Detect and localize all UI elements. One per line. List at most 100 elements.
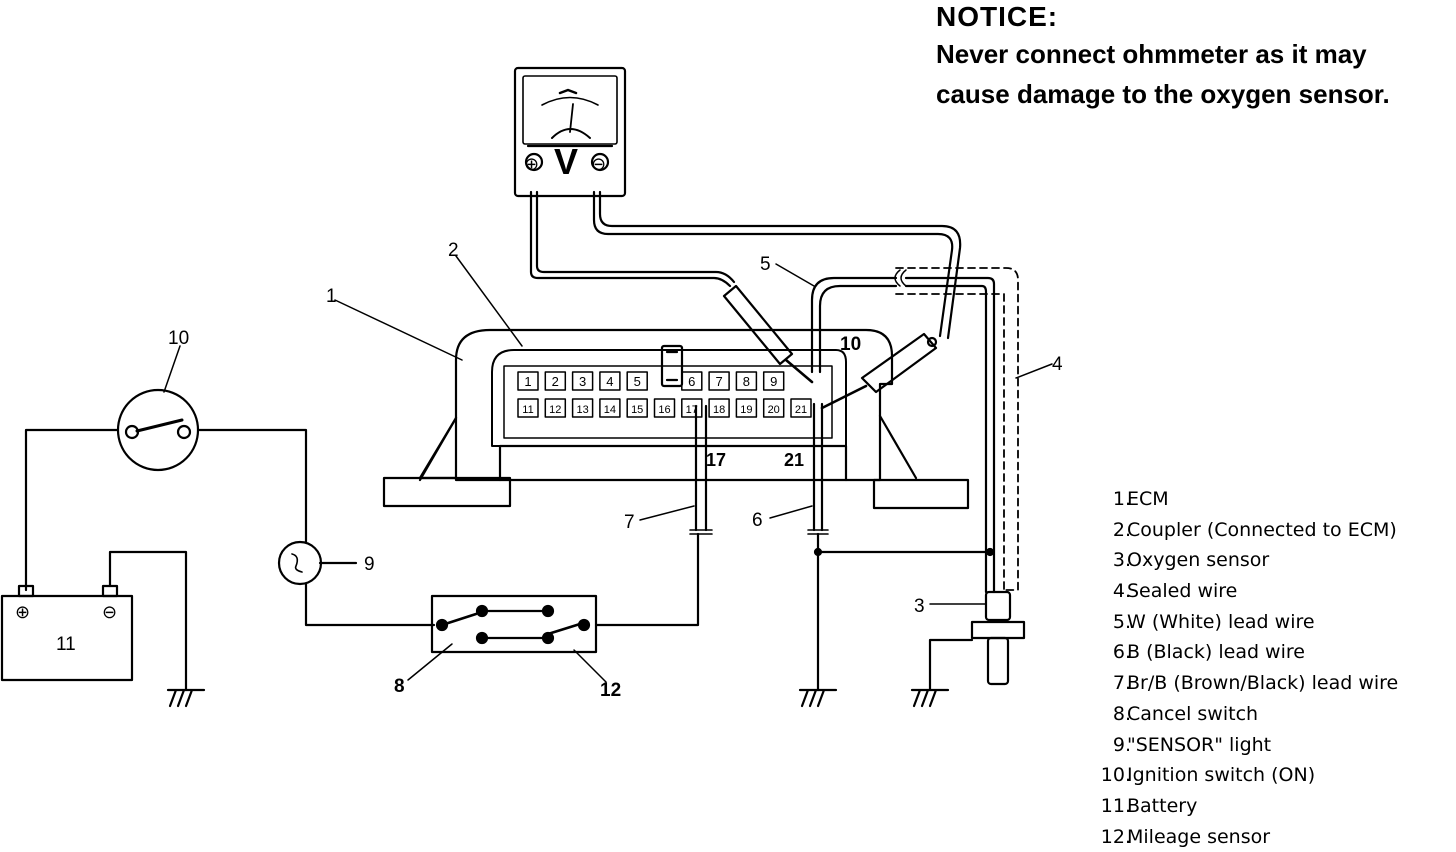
notice-block: NOTICE: Never connect ohmmeter as it may… [936,0,1451,114]
notice-line-2: cause damage to the oxygen sensor. [936,79,1390,109]
coupler-pin-label: 2 [552,374,559,389]
coupler-pin [571,398,594,418]
meter-volt-symbol: V [554,141,578,182]
legend-number: 8. [1112,702,1131,725]
coupler-pin-label: 19 [740,404,752,416]
coupler-pin [599,398,621,418]
coupler-pin-label: 14 [604,404,616,416]
coupler-pin-label: 3 [579,374,586,389]
legend-number: 6. [1112,641,1131,664]
coupler-pin-label: 12 [549,404,561,416]
legend-label: Battery [1127,794,1198,817]
notice-heading: NOTICE: [936,1,1059,32]
coupler-pin [762,398,785,418]
meter-minus-sign: ⊖ [591,154,606,174]
legend-label: Sealed wire [1127,580,1238,603]
legend-number: 7. [1112,672,1131,695]
coupler-pin [517,398,539,418]
legend-item: 5.W (White) lead wire [1078,607,1453,638]
battery-minus-sign: ⊖ [102,602,117,622]
coupler-pin-label: 21 [795,404,807,416]
legend-number: 9. [1112,733,1131,756]
legend-item: 10.Ignition switch (ON) [1078,760,1453,791]
coupler-pin [735,371,758,391]
coupler-pin-label: 4 [606,374,613,389]
positive-probe [722,284,814,384]
callout-3: 3 [914,596,925,617]
callout-10-coupler: 10 [840,334,861,355]
legend-item: 3.Oxygen sensor [1078,545,1453,576]
sensor-light [277,540,323,586]
battery-plus-sign: ⊕ [15,602,30,622]
legend-label: Br/B (Brown/Black) lead wire [1127,672,1399,695]
black-wire [812,402,824,532]
coupler [491,344,847,447]
notice-line-1: Never connect ohmmeter as it may [936,39,1367,69]
legend-item: 6.B (Black) lead wire [1078,637,1453,668]
callout-12: 12 [600,680,621,701]
callout-11: 11 [56,634,76,655]
coupler-pin [735,398,758,418]
legend-label: B (Black) lead wire [1127,641,1305,664]
meter-plus-sign: ⊕ [524,154,539,174]
coupler-pin-label: 1 [524,374,531,389]
callout-9: 9 [364,554,375,575]
meter-plus-terminal [524,152,544,172]
legend-label: Cancel switch [1127,702,1259,725]
callout-5: 5 [760,254,771,275]
callout-1: 1 [326,286,337,307]
coupler-pin-label: 15 [631,404,643,416]
legend-label: ECM [1127,488,1169,510]
legend-label: "SENSOR" light [1127,733,1272,756]
coupler-pin [653,398,676,418]
coupler-pin [626,371,648,391]
coupler-pin-label: 9 [770,374,777,389]
legend-number: 3. [1112,549,1131,572]
legend-number: 10. [1100,764,1131,787]
coupler-pin-label: 18 [713,404,725,416]
callout-10: 10 [168,328,189,349]
legend-number: 2. [1112,518,1131,541]
meter-minus-terminal [590,152,610,172]
coupler-pin-label: 17 [686,404,698,416]
battery [0,584,134,682]
legend-number: 11. [1100,794,1131,817]
coupler-pin [599,371,621,391]
legend-number: 12. [1100,825,1131,848]
coupler-pin [571,371,594,391]
coupler-pin [544,371,567,391]
cancel-switch-box [430,594,598,654]
coupler-pin [681,398,703,418]
legend-number: 1. [1112,488,1131,510]
legend-item: 12.Mileage sensor [1078,822,1453,852]
legend-item: 8.Cancel switch [1078,699,1453,730]
ignition-switch [116,388,200,472]
coupler-pin [544,398,567,418]
legend-label: Mileage sensor [1127,825,1271,848]
callout-2: 2 [448,240,459,261]
legend-label: Oxygen sensor [1127,549,1270,572]
legend-item: 11.Battery [1078,791,1453,822]
coupler-pin-label: 6 [688,374,695,389]
pin-tag-17: 17 [706,450,726,470]
ecm-mount-left [382,476,512,508]
coupler-pin-label: 20 [768,404,780,416]
pin-tag-21: 21 [784,450,804,470]
voltmeter [513,66,627,198]
coupler-pin [626,398,648,418]
negative-probe [820,332,938,410]
coupler-pin-label: 8 [743,374,750,389]
callout-6: 6 [752,510,763,531]
coupler-pin-label: 13 [576,404,588,416]
callout-8: 8 [394,676,405,697]
brown-black-wire [694,404,708,532]
legend-item: 1.ECM [1078,484,1453,515]
coupler-pin [762,371,785,391]
ecm-mount-right [872,478,970,510]
legend-item: 7.Br/B (Brown/Black) lead wire [1078,668,1453,699]
white-wire [810,276,898,374]
